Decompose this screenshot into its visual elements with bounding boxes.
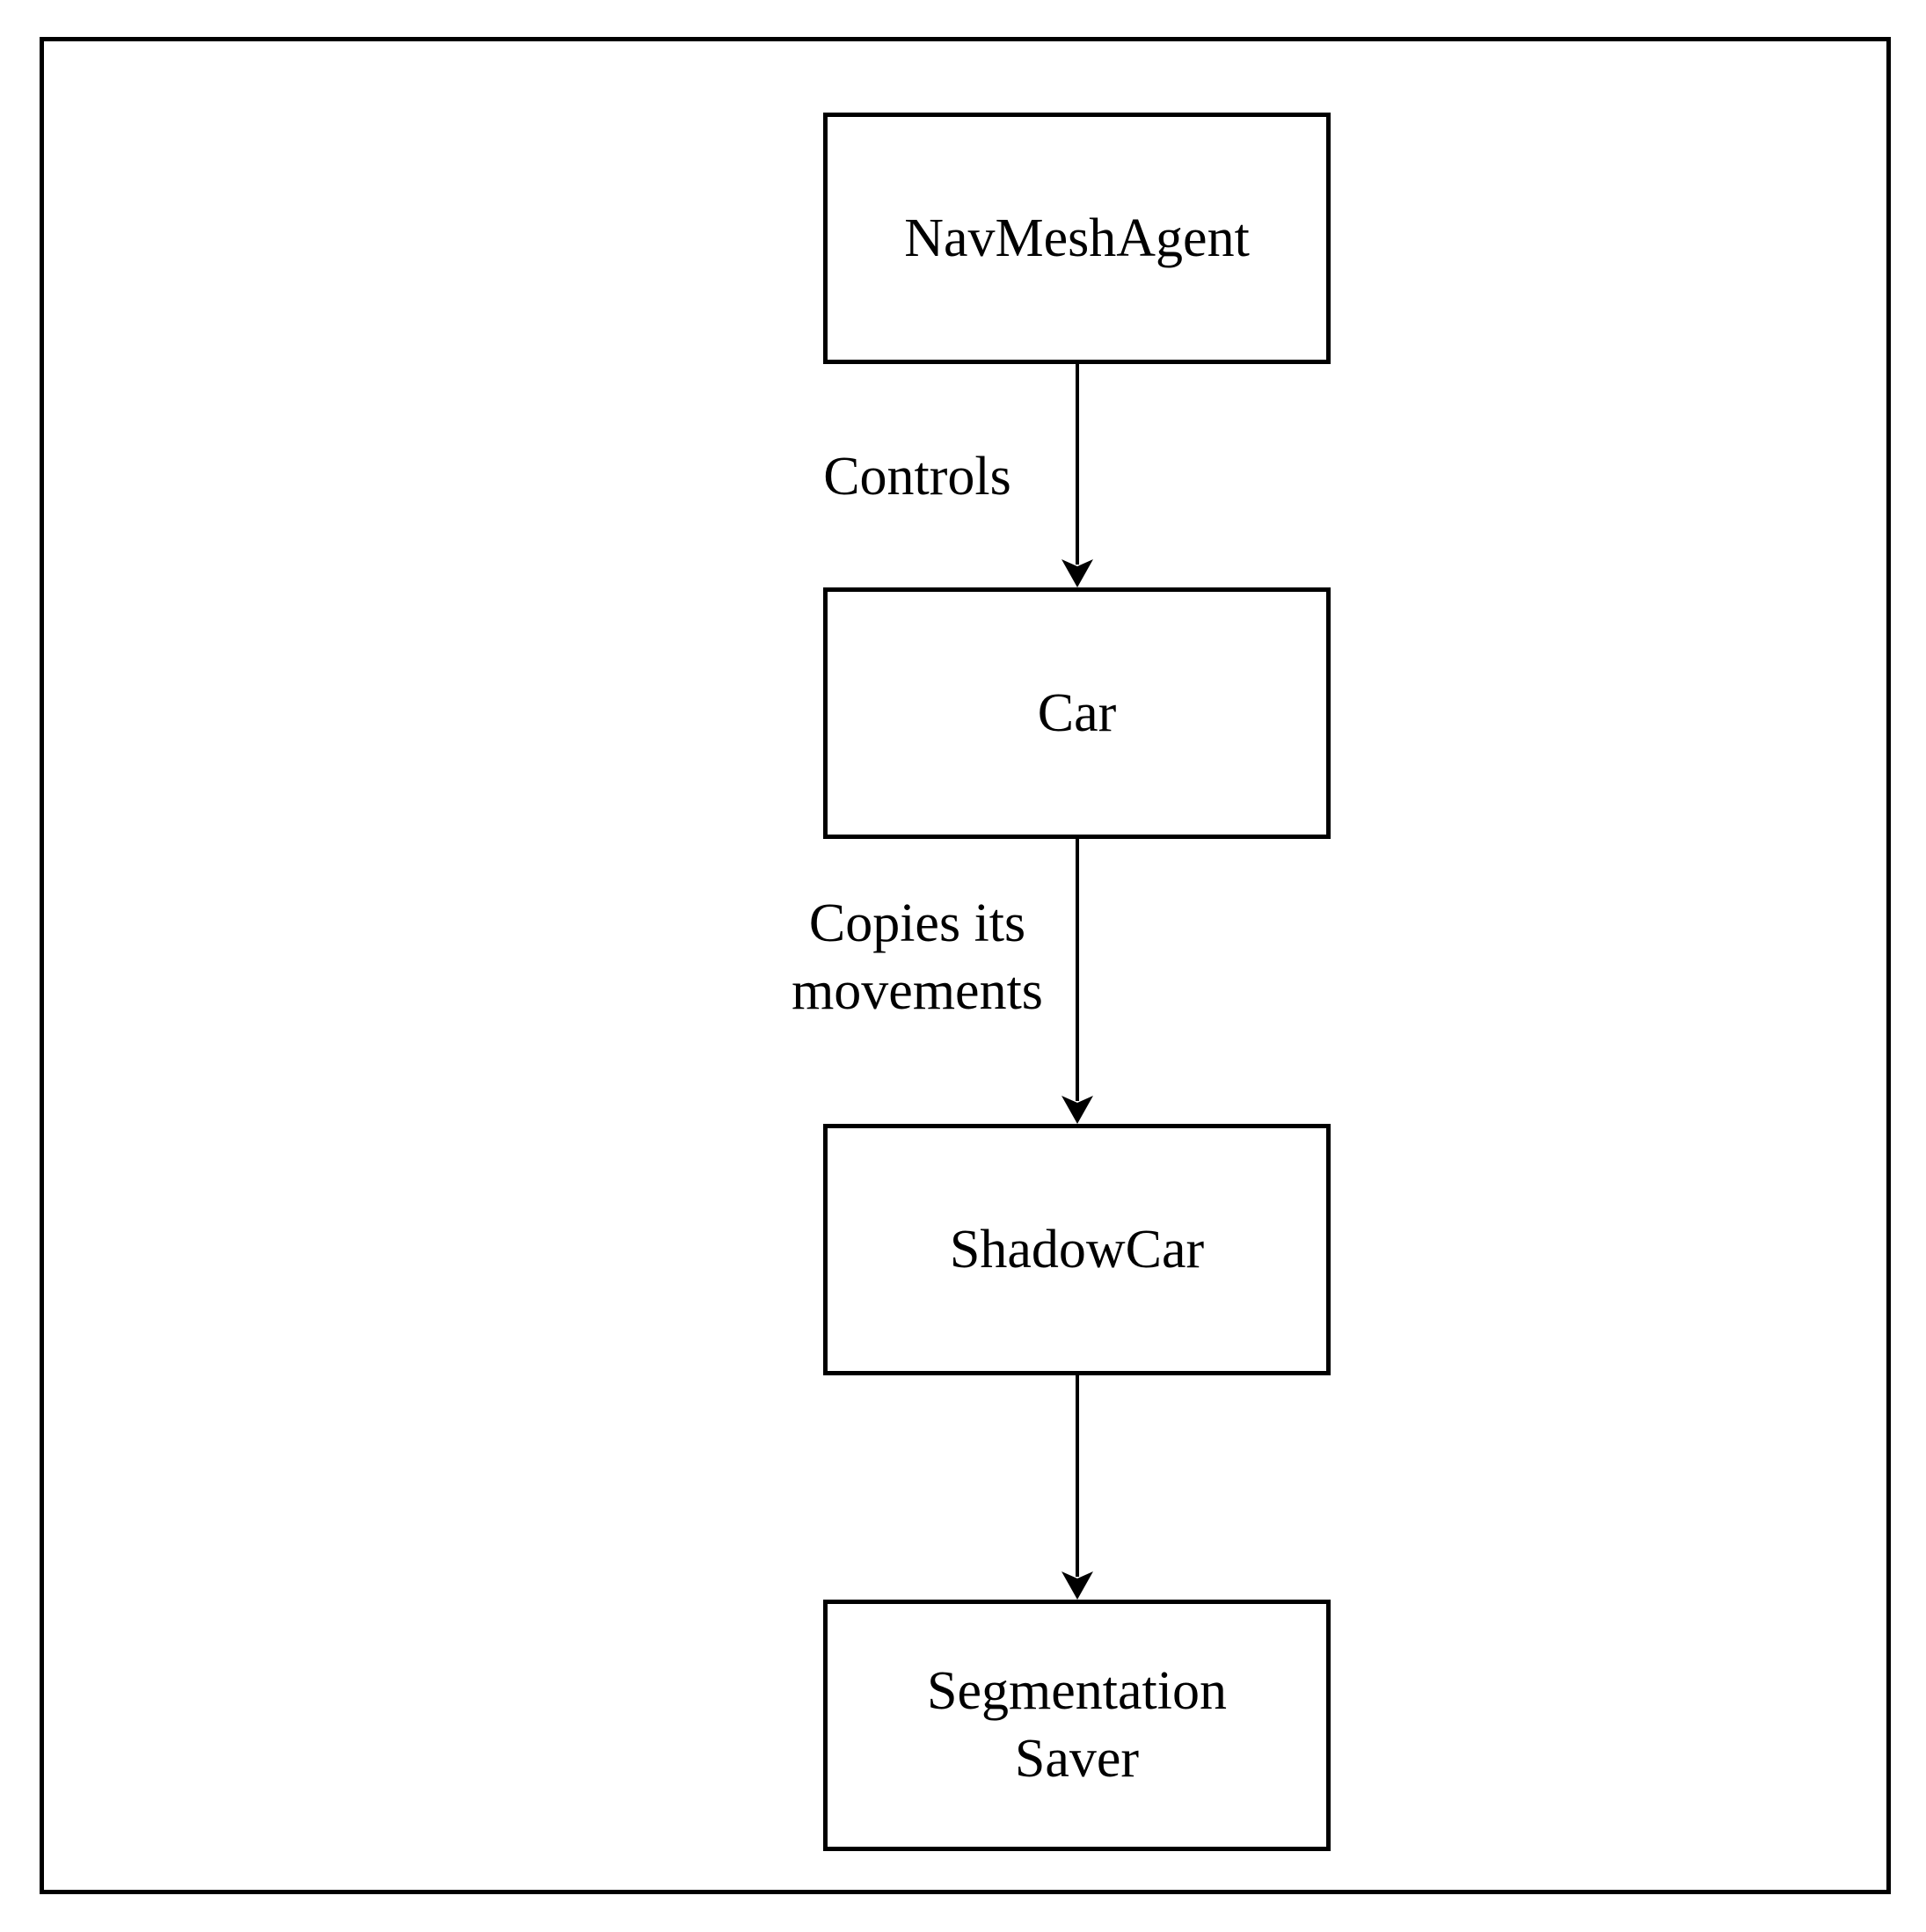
edge-label-controls: Controls bbox=[823, 447, 1011, 507]
node-navmeshagent: NavMeshAgent bbox=[823, 113, 1331, 364]
node-car-label: Car bbox=[1037, 682, 1117, 743]
node-shadowcar-label: ShadowCar bbox=[949, 1219, 1205, 1279]
node-navmeshagent-label: NavMeshAgent bbox=[904, 208, 1250, 268]
edge-label-copies-movements: Copies its movements bbox=[792, 893, 1043, 1021]
node-car: Car bbox=[823, 587, 1331, 839]
node-shadowcar: ShadowCar bbox=[823, 1124, 1331, 1375]
node-segmentation-saver-label: Segmentation Saver bbox=[927, 1661, 1227, 1789]
diagram-frame: NavMeshAgent Controls Car Copies its mov… bbox=[40, 37, 1891, 1894]
edge-arrow-controls-icon bbox=[1061, 364, 1093, 587]
edge-arrow-unlabeled-icon bbox=[1061, 1375, 1093, 1600]
node-segmentation-saver: Segmentation Saver bbox=[823, 1600, 1331, 1851]
edge-arrow-copies-movements-icon bbox=[1061, 839, 1093, 1124]
